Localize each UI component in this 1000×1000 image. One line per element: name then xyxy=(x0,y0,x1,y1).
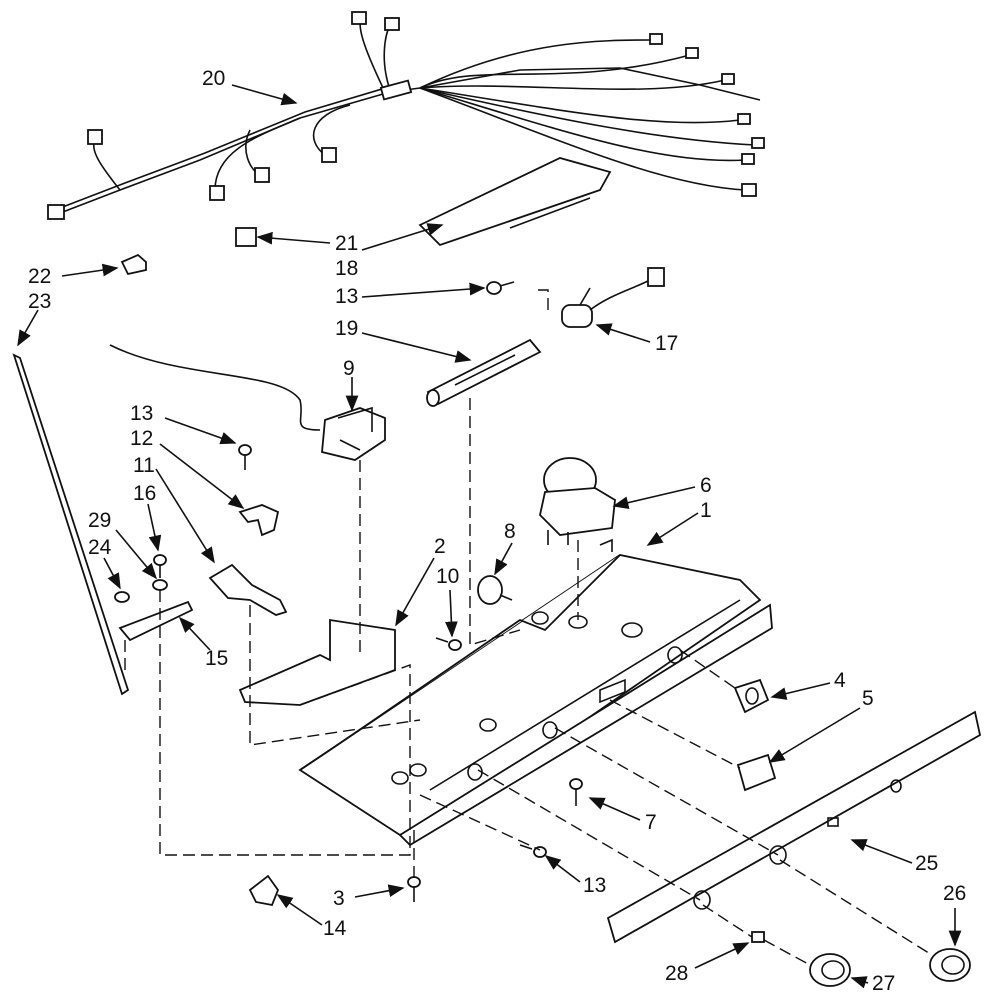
bracket-12 xyxy=(238,504,280,537)
part-22 xyxy=(120,253,147,276)
callout-10: 10 xyxy=(436,565,459,588)
callout-22: 22 xyxy=(28,265,51,288)
panel-25 xyxy=(606,710,982,944)
callout-1: 1 xyxy=(700,499,712,522)
callout-14: 14 xyxy=(323,917,347,940)
callout-25: 25 xyxy=(915,852,938,875)
callout-13-left: 13 xyxy=(130,402,153,425)
callout-13-bottom: 13 xyxy=(583,874,606,897)
cover-plate xyxy=(418,157,612,247)
callout-24: 24 xyxy=(88,536,112,559)
wire-harness xyxy=(47,11,765,220)
screw-7 xyxy=(569,778,583,806)
callout-27: 27 xyxy=(872,972,895,995)
callout-4: 4 xyxy=(834,669,846,692)
callout-7: 7 xyxy=(645,811,657,834)
screw-13-bottom xyxy=(519,844,547,858)
callout-8: 8 xyxy=(504,520,516,543)
callout-23: 23 xyxy=(28,290,51,313)
callout-6: 6 xyxy=(700,474,712,497)
callout-29: 29 xyxy=(88,509,111,532)
knob-26 xyxy=(929,948,971,982)
part-21 xyxy=(235,227,257,247)
screw-13-left xyxy=(238,444,252,470)
switch-4 xyxy=(733,678,770,714)
heater-tube-19 xyxy=(426,338,542,407)
timer-motor-6 xyxy=(539,457,616,545)
callout-26: 26 xyxy=(943,882,966,905)
assembly-lines xyxy=(124,289,933,966)
bracket-2 xyxy=(238,618,396,706)
callout-21: 21 xyxy=(335,232,358,255)
callout-20: 20 xyxy=(202,67,225,90)
callout-3: 3 xyxy=(333,887,345,910)
lever-15 xyxy=(118,600,194,642)
callout-16: 16 xyxy=(133,482,156,505)
callout-12: 12 xyxy=(130,427,153,450)
knob-27 xyxy=(809,953,851,987)
switch-5 xyxy=(736,753,777,792)
screw-10 xyxy=(435,637,462,651)
callout-11: 11 xyxy=(133,454,155,477)
rod-23 xyxy=(12,353,130,696)
control-housing-1 xyxy=(298,538,773,847)
screw-3 xyxy=(407,876,421,902)
screw-13-top xyxy=(486,281,515,295)
part-17 xyxy=(561,267,665,328)
clip-14 xyxy=(248,874,280,907)
callout-labels: 20 21 18 22 23 13 17 19 9 13 12 11 16 29… xyxy=(28,67,966,995)
callout-18: 18 xyxy=(335,257,358,280)
thermostat-9 xyxy=(109,344,386,461)
callout-9: 9 xyxy=(343,357,355,380)
washer-24 xyxy=(114,591,130,603)
callout-13-top: 13 xyxy=(335,285,358,308)
washer-29 xyxy=(152,579,168,591)
part-11 xyxy=(208,563,288,616)
callout-17: 17 xyxy=(655,332,678,355)
callout-2: 2 xyxy=(434,535,446,558)
screw-16 xyxy=(153,554,167,578)
part-28 xyxy=(751,931,765,943)
part-8 xyxy=(477,575,513,605)
callout-5: 5 xyxy=(862,687,874,710)
callout-28: 28 xyxy=(665,962,688,985)
callout-15: 15 xyxy=(205,647,228,670)
callout-19: 19 xyxy=(335,317,358,340)
leader-lines xyxy=(17,84,962,989)
